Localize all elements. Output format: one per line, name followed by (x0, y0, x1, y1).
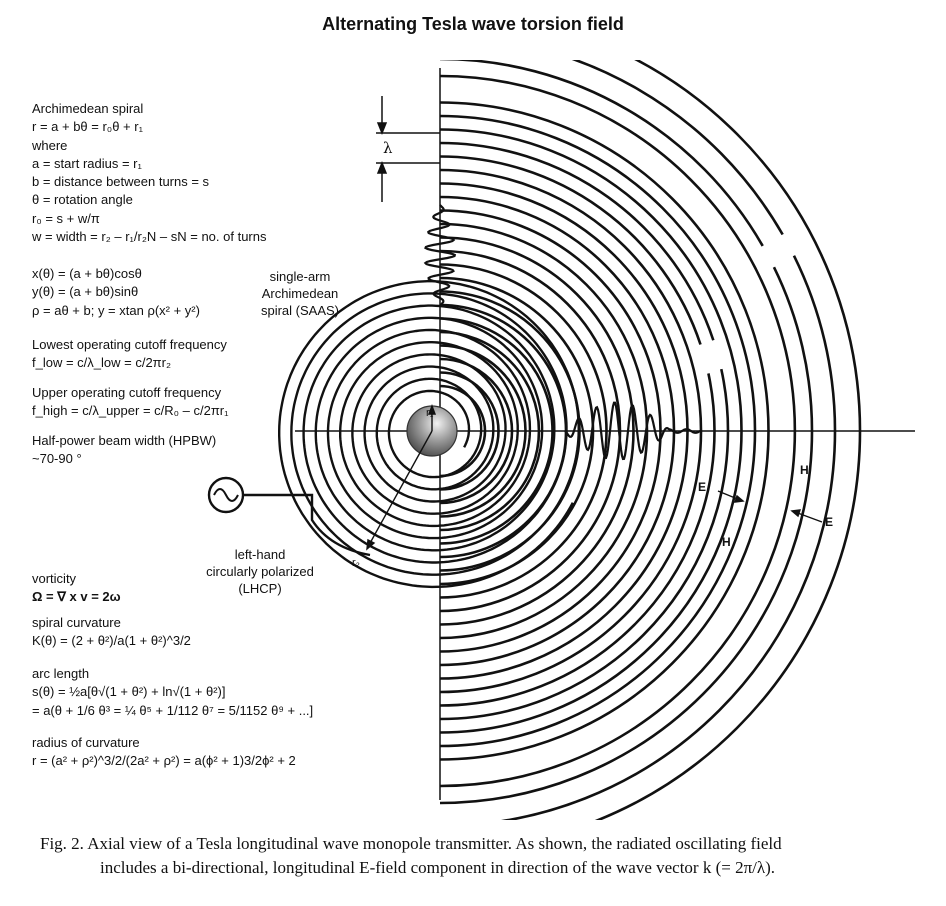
eq-line: s(θ) = ½a[θ√(1 + θ²) + ln√(1 + θ²)] (32, 684, 226, 700)
r1-label: r₁ (426, 407, 434, 419)
wavefront-arc (440, 182, 689, 680)
eq-line: vorticity (32, 571, 77, 586)
eq-line: w = width = r₂ – r₁/r₂N – sN = no. of tu… (32, 229, 267, 245)
archimedean-spiral (278, 280, 580, 589)
wavefront-arc (440, 101, 770, 761)
horizontal-oscillation (564, 401, 701, 461)
eq-line: Ω = ∇ x v = 2ω (32, 589, 121, 605)
eq-line: K(θ) = (2 + θ²)/a(1 + θ²)^3/2 (32, 633, 191, 649)
caption-line: Fig. 2. Axial view of a Tesla longitudin… (40, 834, 782, 853)
saas-label-line: single-arm (269, 269, 331, 284)
equations-arc-length: arc length s(θ) = ½a[θ√(1 + θ²) + ln√(1 … (32, 665, 313, 720)
saas-label-line: spiral (SAAS) (260, 303, 340, 318)
wavefront-arc (440, 317, 554, 545)
wavefront-arc (440, 155, 716, 707)
sine-glyph-icon (213, 488, 239, 502)
diagram-title: Alternating Tesla wave torsion field (322, 14, 624, 34)
equations-vorticity: vorticity Ω = ∇ x v = 2ω (32, 570, 121, 607)
figure-caption: Fig. 2. Axial view of a Tesla longitudin… (40, 832, 920, 880)
equations-radius-curvature: radius of curvature r = (a² + ρ²)^3/2/(2… (32, 734, 296, 771)
eq-line: Upper operating cutoff frequency (32, 385, 222, 400)
eq-line: y(θ) = (a + bθ)sinθ (32, 284, 139, 300)
lambda-label: λ (383, 139, 393, 157)
eq-line: b = distance between turns = s (32, 174, 210, 190)
e-field-label-2: E (825, 515, 834, 529)
eq-line: f_low = c/λ_low = c/2πr₂ (32, 355, 172, 371)
eq-line: f_high = c/λ_upper = c/R₀ – c/2πr₁ (32, 403, 229, 419)
h-field-label-2: H (800, 463, 809, 477)
vertical-oscillation (423, 204, 457, 306)
radius-arrows (366, 404, 437, 551)
wavefront-arc (440, 384, 487, 478)
wavefront-arc (440, 168, 703, 694)
feed-line (242, 493, 371, 557)
wavefront-arc (440, 263, 608, 599)
equations-upper-cutoff: Upper operating cutoff frequency f_high … (32, 384, 229, 421)
equations-xy: x(θ) = (a + bθ)cosθ y(θ) = (a + bθ)sinθ … (32, 265, 200, 320)
eq-line: arc length (32, 666, 90, 681)
wavefront-arc (440, 114, 757, 748)
eq-line: Archimedean spiral (32, 101, 144, 116)
caption-line: includes a bi-directional, longitudinal … (100, 858, 776, 877)
eq-line: Lowest operating cutoff frequency (32, 337, 227, 352)
eq-line: = a(θ + 1/6 θ³ = ¼ θ⁵ + 1/112 θ⁷ = 5/115… (32, 702, 314, 718)
lhcp-label-line: (LHCP) (238, 581, 282, 596)
eq-line: r = (a² + ρ²)^3/2/(2a² + ρ²) = a(ϕ² + 1)… (32, 753, 296, 769)
wavefront-arc (440, 128, 743, 734)
radiating-wavefronts (440, 60, 862, 820)
h-field-label-1: H (722, 535, 731, 549)
wavefront-arc (440, 236, 635, 626)
r2-label: r₂ (352, 557, 360, 569)
eq-line: r₀ = s + w/π (32, 210, 100, 226)
wavefront-arc (440, 60, 814, 805)
eq-line: radius of curvature (32, 735, 140, 750)
equations-curvature: spiral curvature K(θ) = (2 + θ²)/a(1 + θ… (32, 614, 191, 651)
eq-line: where (32, 137, 68, 153)
equations-low-cutoff: Lowest operating cutoff frequency f_low … (32, 336, 227, 373)
equations-hpbw: Half-power beam width (HPBW) ~70-90 ° (32, 432, 216, 469)
monopole-transmitter-diagram (207, 60, 915, 820)
lhcp-label: left-hand circularly polarized (LHCP) (190, 546, 330, 597)
lhcp-label-line: circularly polarized (206, 564, 314, 579)
lhcp-label-line: left-hand (234, 547, 286, 562)
eq-line: x(θ) = (a + bθ)cosθ (32, 266, 142, 281)
wavefront-arc (500, 60, 837, 820)
equations-archimedean: Archimedean spiral r = a + bθ = r₀θ + r₁… (32, 100, 266, 246)
wavefront-arc (440, 74, 797, 788)
wavelength-marker (376, 96, 440, 202)
saas-label: single-arm Archimedean spiral (SAAS) (250, 268, 350, 319)
eq-line: spiral curvature (32, 615, 121, 630)
wavefront-arc (440, 330, 541, 532)
wavefront-arc (440, 209, 662, 653)
wavefront-arc (440, 141, 730, 721)
eq-line: Half-power beam width (HPBW) (32, 433, 217, 448)
eq-line: θ = rotation angle (32, 192, 133, 208)
wavefront-arc (594, 60, 862, 820)
e-field-label-1: E (698, 480, 707, 494)
eq-line: ~70-90 ° (32, 451, 82, 467)
wavefront-arc (440, 344, 527, 518)
saas-label-line: Archimedean (261, 286, 339, 301)
field-arrows (717, 490, 823, 523)
eq-line: a = start radius = r₁ (32, 155, 142, 171)
eq-line: ρ = aθ + b; y = xtan ρ(x² + y²) (32, 302, 200, 318)
eq-line: r = a + bθ = r₀θ + r₁ (32, 119, 143, 135)
